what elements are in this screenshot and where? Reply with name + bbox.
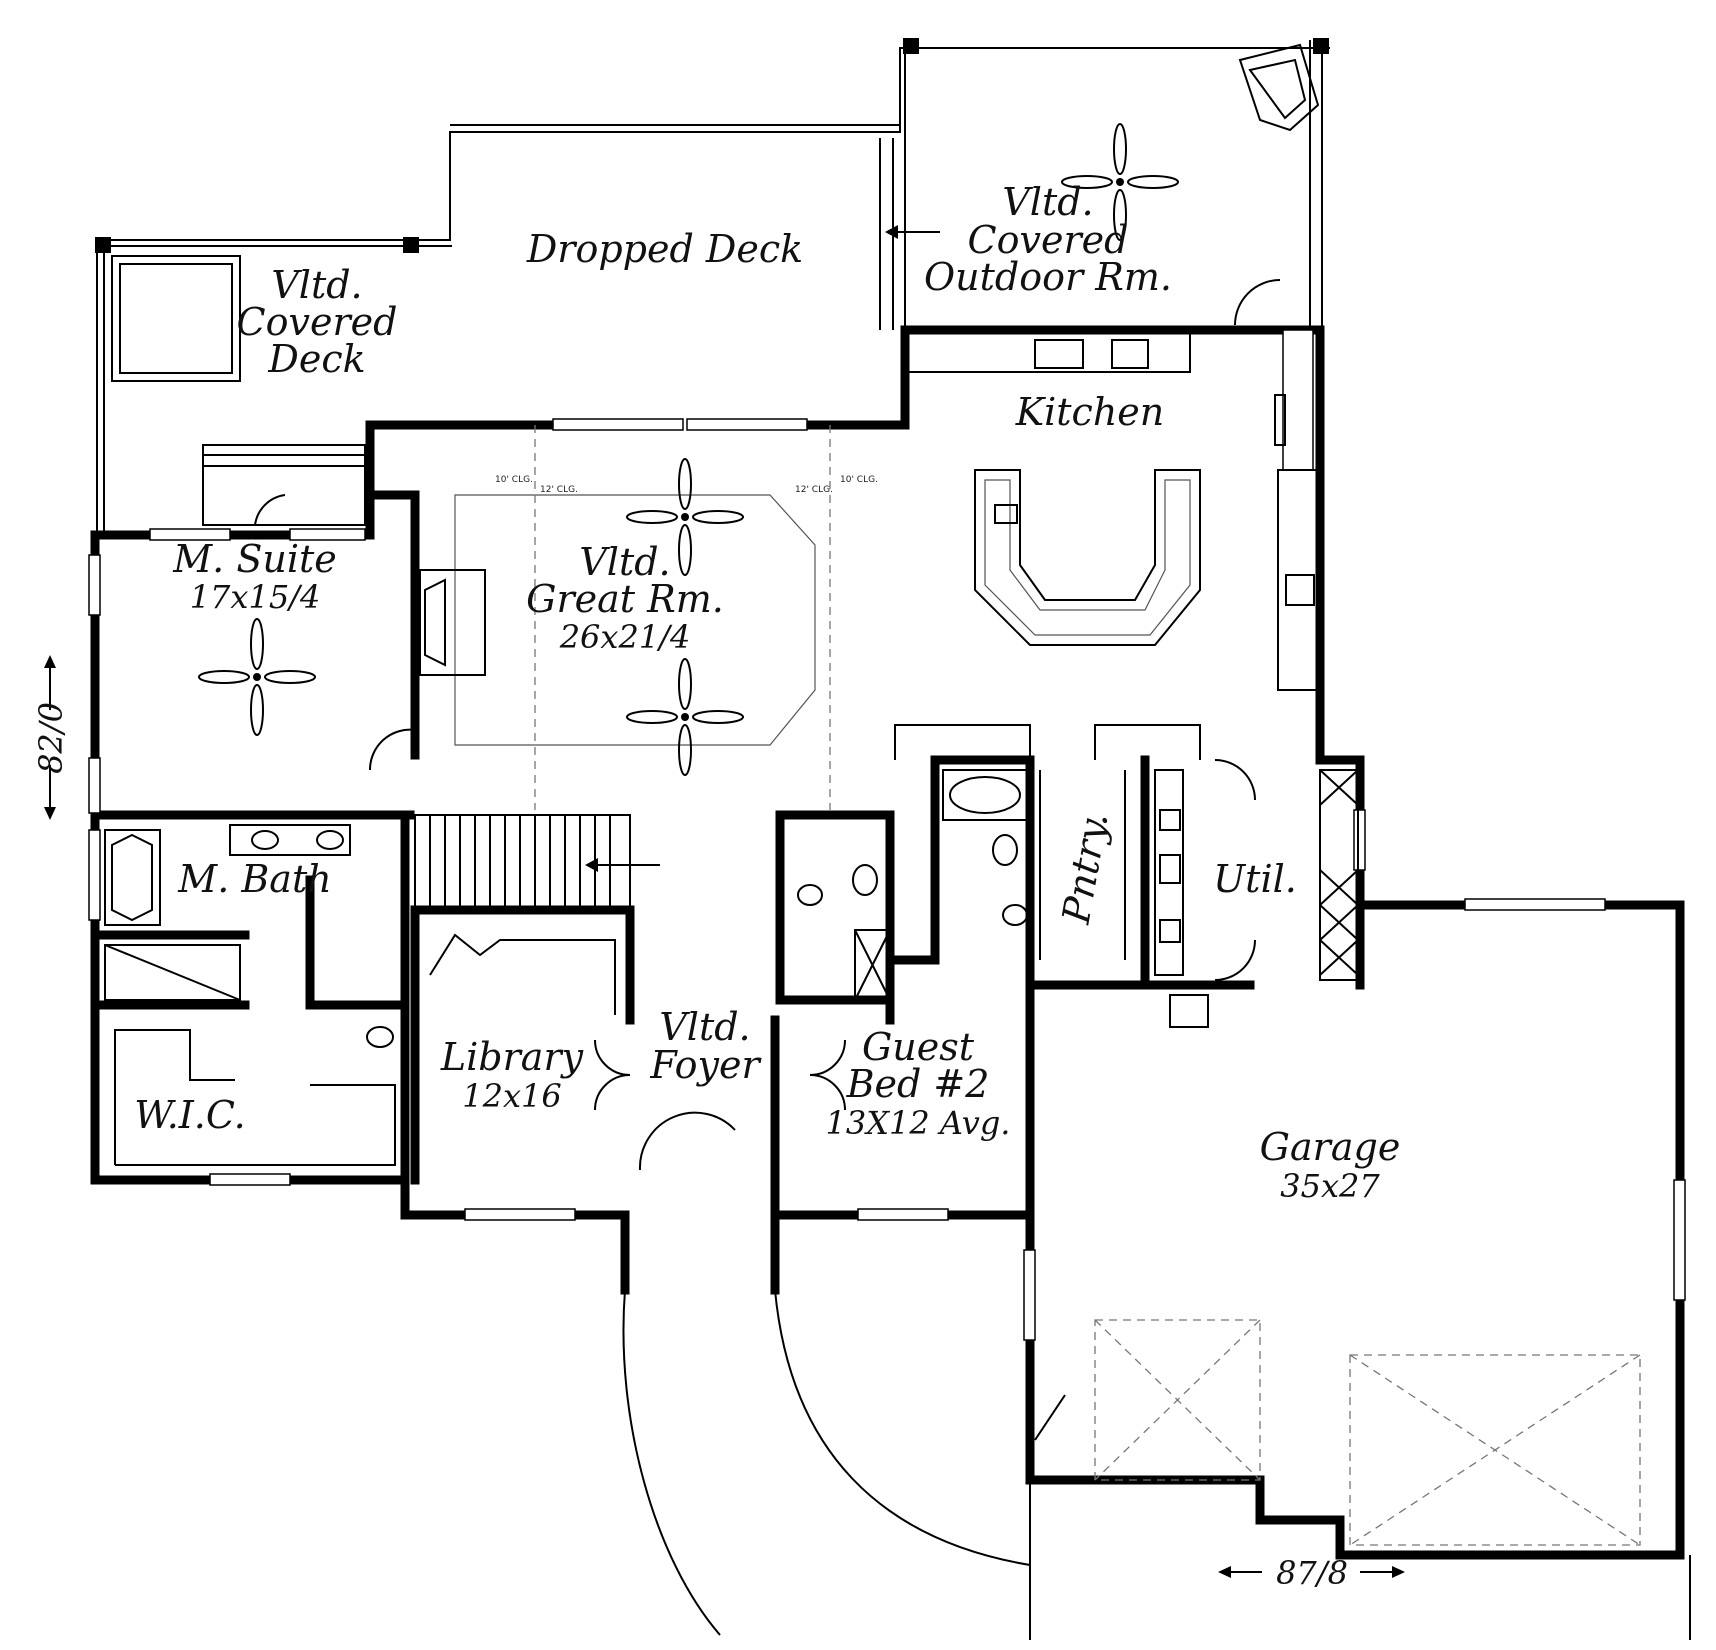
exterior-walls: [90, 325, 1685, 1560]
depth-dimension: 82/0: [32, 702, 70, 774]
foyer-label: Foyer: [649, 1043, 762, 1087]
ceiling-fan-icon: [198, 618, 316, 736]
great-room-size: 26x21/4: [559, 618, 691, 656]
wic-label: W.I.C.: [134, 1093, 245, 1137]
guest-bed-size: 13X12 Avg.: [826, 1104, 1011, 1142]
ceiling-fan-icon: [626, 458, 744, 576]
library-label: Library: [440, 1035, 584, 1079]
ceiling-fan-icons: [198, 123, 1179, 776]
outdoor-room-label: Covered: [968, 218, 1129, 262]
guest-bed-label: Bed #2: [846, 1062, 990, 1106]
dimension-width: 87/8: [1218, 1554, 1405, 1592]
garage-label: Garage: [1260, 1125, 1401, 1169]
foyer-label: Vltd.: [659, 1005, 750, 1049]
master-suite-size: 17x15/4: [190, 578, 321, 616]
ceiling-note: 10' CLG.: [840, 475, 878, 485]
master-bath-label: M. Bath: [177, 857, 331, 901]
dropped-deck-label: Dropped Deck: [526, 227, 803, 271]
ceiling-fan-icon: [626, 658, 744, 776]
staircase: [414, 814, 660, 911]
deck-outlines: [95, 38, 1330, 535]
dimension-depth: 82/0: [32, 655, 70, 820]
windows: [88, 329, 1686, 1341]
ceiling-fan-icon: [1061, 123, 1179, 241]
great-room-label: Great Rm.: [526, 577, 724, 621]
covered-deck-label: Vltd.: [271, 263, 362, 307]
garage-size: 35x27: [1280, 1167, 1380, 1205]
ceiling-note: 12' CLG.: [795, 485, 833, 495]
guest-bed-label: Guest: [862, 1025, 975, 1069]
utility-label: Util.: [1213, 857, 1297, 901]
great-room-label: Vltd.: [579, 540, 670, 584]
width-dimension: 87/8: [1276, 1554, 1348, 1592]
covered-deck-label: Deck: [267, 337, 365, 381]
outdoor-room-label: Vltd.: [1002, 180, 1093, 224]
ceiling-note: 12' CLG.: [540, 485, 578, 495]
ceiling-note: 10' CLG.: [495, 475, 533, 485]
interior-details: [104, 225, 1691, 1640]
library-size: 12x16: [462, 1077, 561, 1115]
ceiling-notes: 10' CLG. 12' CLG. 12' CLG. 10' CLG.: [495, 475, 878, 495]
master-suite-label: M. Suite: [172, 537, 337, 581]
pantry-label: Pntry.: [1054, 809, 1117, 928]
covered-deck-label: Covered: [237, 300, 398, 344]
outdoor-room-label: Outdoor Rm.: [924, 255, 1172, 299]
room-labels: Vltd. Covered Deck Dropped Deck Vltd. Co…: [134, 180, 1400, 1205]
kitchen-label: Kitchen: [1015, 390, 1165, 434]
